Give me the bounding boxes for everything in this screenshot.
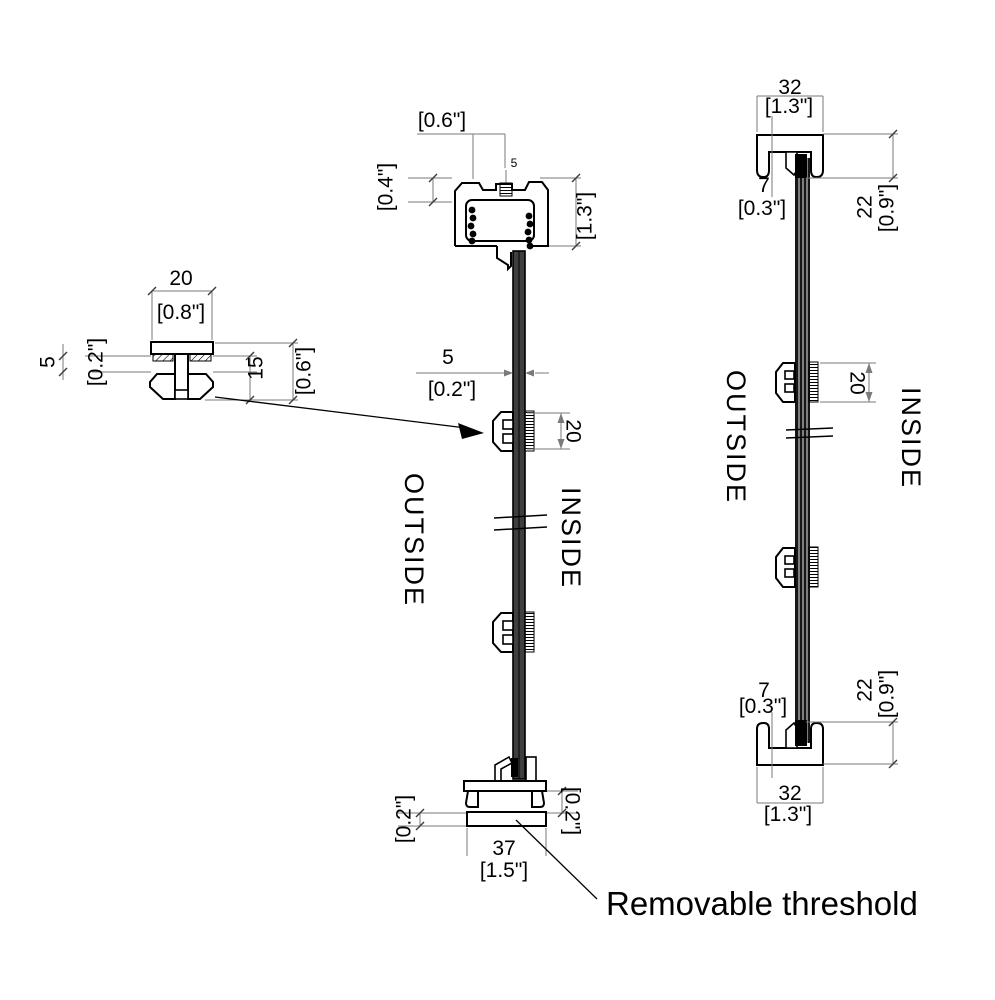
side-bottom-width-mm: 32 — [778, 782, 801, 805]
break-lines-main — [493, 514, 548, 531]
outside-label-main: OUTSIDE — [399, 473, 429, 607]
side-bottom-depth-mm: 22 — [854, 678, 877, 701]
detail-dimension-lines — [58, 286, 298, 405]
side-top-offset-mm: 7 — [758, 174, 770, 197]
side-bottom-offset-in: [0.3"] — [739, 695, 787, 718]
glass-panel-main — [512, 250, 526, 780]
detail-width-mm: 20 — [169, 267, 192, 290]
side-top-depth-mm: 22 — [854, 195, 877, 218]
side-clip-height-mm: 20 — [845, 371, 868, 394]
head-slot-in: [0.6"] — [418, 109, 466, 132]
head-profile — [454, 181, 549, 272]
detail-slot-in: [0.2"] — [85, 338, 108, 386]
side-clip-height-dim — [820, 362, 876, 403]
detail-leader-arrow — [214, 396, 484, 439]
head-brush-seal-left — [467, 206, 477, 245]
side-panel-clip-1 — [775, 361, 819, 403]
sill-gap-right-in: [0.2"] — [560, 787, 583, 835]
detail-height-in: [0.6"] — [293, 347, 316, 395]
side-bottom-depth-in: [0.9"] — [876, 670, 899, 718]
removable-threshold-label: Removable threshold — [606, 885, 918, 922]
break-lines-side — [785, 427, 834, 439]
head-dimension-lines — [408, 133, 581, 251]
sill-gap-left-in: [0.2"] — [393, 795, 416, 843]
panel-clip-1 — [492, 410, 535, 452]
glass-panel-side — [795, 158, 810, 743]
head-offset-in: [0.4"] — [375, 163, 398, 211]
side-top-width-mm: 32 — [778, 76, 801, 99]
side-bottom-offset-mm: 7 — [758, 679, 770, 702]
clip-height-dim — [527, 412, 570, 450]
sill-width-mm: 37 — [492, 837, 515, 860]
side-bottom-dimension-lines — [756, 712, 898, 804]
outside-label-side: OUTSIDE — [721, 370, 751, 504]
main-section-view: [0.6"] 5 [0.4"] [1.3"] 5 [0.2"] 20 OUTSI… — [375, 109, 598, 900]
side-bottom-width-in: [1.3"] — [764, 803, 812, 826]
side-bottom-profile — [756, 720, 824, 766]
panel-thickness-mm: 5 — [442, 346, 454, 369]
detail-height-mm: 15 — [245, 356, 268, 379]
threshold-leader-line — [515, 819, 598, 900]
side-top-offset-in: [0.3"] — [738, 197, 786, 220]
head-brush-seal-right — [524, 212, 534, 250]
sill-profile — [463, 755, 547, 808]
side-top-dimension-lines — [756, 95, 898, 197]
head-height-in: [1.3"] — [574, 192, 597, 240]
head-screw-mm: 5 — [511, 156, 518, 170]
detail-slot-mm: 5 — [37, 356, 60, 368]
clip-detail-view: 20 [0.8"] 5 [0.2"] 15 [0.6"] — [37, 267, 316, 405]
detail-width-in: [0.8"] — [157, 301, 205, 324]
panel-thickness-dim — [416, 369, 549, 377]
panel-clip-2 — [492, 611, 535, 653]
removable-threshold-plate — [466, 811, 547, 827]
panel-thickness-in: [0.2"] — [428, 378, 476, 401]
clip-height-mm: 20 — [561, 419, 584, 442]
clip-detail-profile — [149, 341, 214, 400]
sill-dimension-lines — [398, 786, 578, 856]
inside-label-main: INSIDE — [556, 487, 586, 589]
side-top-profile — [756, 134, 824, 178]
side-section-view: 32 [1.3"] 7 [0.3"] 22 [0.9"] 20 OUTSIDE … — [721, 76, 926, 826]
side-panel-clip-2 — [775, 546, 819, 588]
side-top-width-in: [1.3"] — [765, 95, 813, 118]
inside-label-side: INSIDE — [896, 387, 926, 489]
sill-width-in: [1.5"] — [480, 859, 528, 882]
side-top-depth-in: [0.9"] — [876, 184, 899, 232]
